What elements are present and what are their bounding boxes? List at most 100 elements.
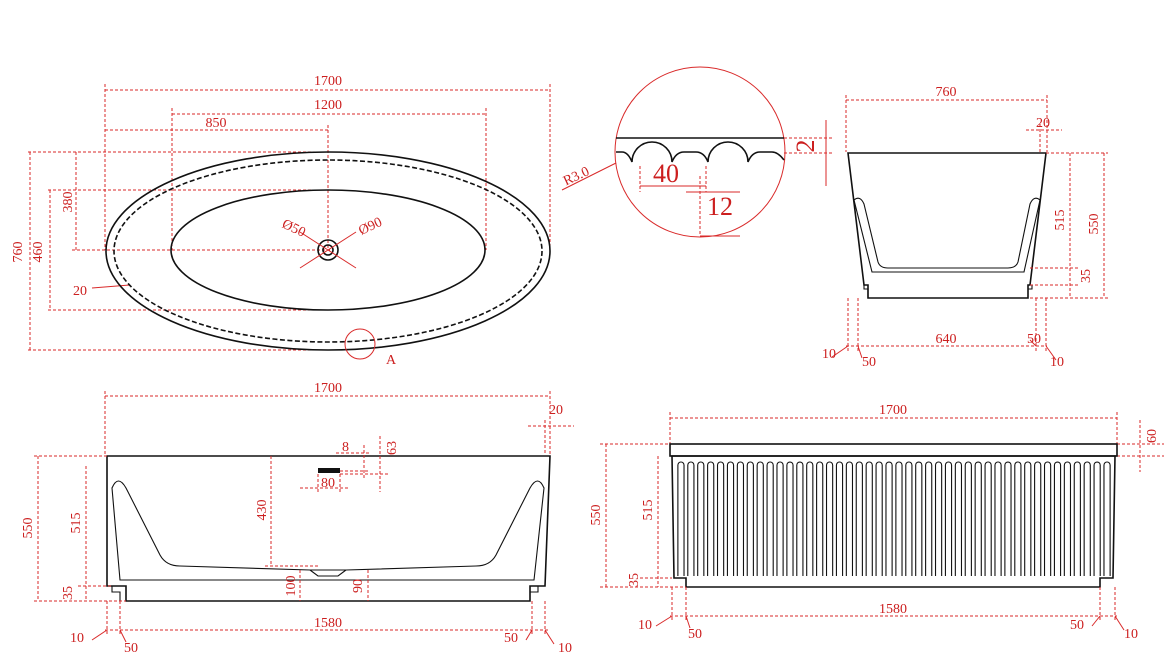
end-right-offset: 10 [1050, 355, 1064, 370]
front-drain-height: 90 [351, 579, 366, 593]
flute [984, 461, 992, 576]
flute [1034, 461, 1042, 576]
top-drain-offset: 850 [206, 116, 227, 131]
top-scallop-rim [113, 159, 543, 343]
flute [687, 461, 695, 576]
front-right-offset: 10 [558, 641, 572, 656]
front-outline [106, 455, 551, 602]
front-left-base: 50 [124, 641, 138, 656]
flute [697, 461, 705, 576]
front-rim: 20 [549, 403, 563, 418]
top-view: 1700 1200 850 760 460 380 20 Ø50 Ø90 A [11, 74, 551, 368]
detail-a-view: R3.0 2 40 12 [561, 66, 832, 238]
flute [806, 461, 814, 576]
detail-circle [614, 66, 786, 238]
flute [746, 461, 754, 576]
detail-pitch: 40 [653, 159, 679, 188]
flute [944, 461, 953, 576]
end-left-base: 50 [862, 355, 876, 370]
flute [1103, 461, 1111, 576]
top-outer-rim [105, 151, 551, 351]
front-inner-depth: 515 [69, 513, 84, 534]
flute [1063, 461, 1072, 576]
flute [786, 461, 794, 576]
flute [736, 461, 745, 576]
front-overflow-height: 430 [255, 500, 270, 521]
side-inner-depth: 515 [641, 500, 656, 521]
flute [816, 461, 824, 576]
side-left-offset: 10 [638, 618, 652, 633]
flute [905, 461, 913, 576]
side-length: 1700 [879, 403, 907, 418]
front-length: 1700 [314, 381, 342, 396]
flute [677, 461, 685, 576]
flute [994, 461, 1002, 576]
flute [756, 461, 764, 576]
top-overall-length: 1700 [314, 74, 342, 89]
drain-diameter-label: Ø50 [279, 217, 307, 241]
flute [1053, 461, 1062, 576]
detail-groove: 12 [707, 192, 733, 221]
side-right-offset: 10 [1124, 627, 1138, 642]
front-overflow-top: 63 [385, 441, 400, 455]
flute [1073, 461, 1081, 576]
detail-depth: 2 [791, 140, 820, 153]
end-rim: 20 [1036, 116, 1050, 131]
flute [845, 461, 854, 576]
flute [825, 461, 834, 576]
flute [726, 461, 735, 576]
drain-outer [317, 239, 339, 261]
front-plinth-height: 35 [61, 586, 76, 600]
flute [954, 461, 963, 576]
flute [895, 461, 903, 576]
side-flutes [677, 461, 1111, 576]
front-overflow-width: 80 [321, 476, 335, 491]
front-right-base: 50 [504, 631, 518, 646]
end-base-width: 640 [936, 332, 957, 347]
end-inner-depth: 515 [1053, 210, 1068, 231]
end-left-offset: 10 [822, 347, 836, 362]
flute [925, 461, 933, 576]
end-height: 550 [1087, 214, 1102, 235]
detail-a-marker [344, 328, 376, 360]
flute [915, 461, 923, 576]
flute [1004, 461, 1012, 576]
flute [796, 461, 804, 576]
flute [716, 461, 725, 576]
top-rim-offset: 380 [61, 192, 76, 213]
front-drain-depth: 100 [284, 576, 299, 597]
detail-a-label: A [386, 353, 397, 368]
flute [885, 461, 893, 576]
front-overflow-offset: 8 [342, 440, 349, 455]
end-outline [847, 152, 1047, 299]
flute [1014, 461, 1022, 576]
flute [1093, 461, 1101, 576]
end-plinth-height: 35 [1079, 269, 1094, 283]
front-section-view: 1700 20 8 63 80 430 100 90 550 [21, 381, 574, 656]
front-left-offset: 10 [70, 631, 84, 646]
end-right-base: 50 [1027, 332, 1041, 347]
top-overall-width: 760 [11, 242, 26, 263]
side-plinth-height: 35 [627, 573, 642, 587]
overflow-diameter-label: Ø90 [356, 215, 384, 239]
end-width: 760 [936, 85, 957, 100]
top-basin [170, 189, 486, 311]
flute [835, 461, 844, 576]
side-right-base: 50 [1070, 618, 1084, 633]
front-height: 550 [21, 518, 36, 539]
side-top-band-rect [669, 443, 1118, 457]
side-base-length: 1580 [879, 602, 907, 617]
flute [1083, 461, 1091, 576]
flute [875, 461, 883, 576]
flute [776, 461, 784, 576]
flute [855, 461, 863, 576]
flute [1024, 461, 1032, 576]
top-inner-length: 1200 [314, 98, 342, 113]
front-base-length: 1580 [314, 616, 342, 631]
side-body [671, 455, 1116, 588]
detail-radius: R3.0 [561, 164, 592, 189]
top-rim-width: 20 [73, 284, 87, 299]
flute [766, 461, 774, 576]
side-view: 1700 60 550 515 35 1580 10 50 50 10 [589, 403, 1164, 642]
